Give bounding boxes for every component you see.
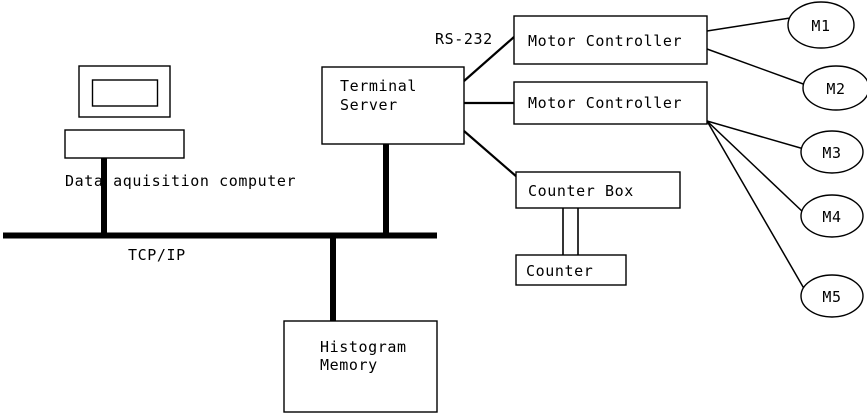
tcpip-bus-group: TCP/IP <box>3 144 437 322</box>
serial-links-group: RS-232 <box>435 30 518 178</box>
motor-controller-2-label: Motor Controller <box>528 94 682 112</box>
link-mc2-to-m4 <box>706 120 805 214</box>
motor-controller-1-group: Motor Controller <box>513 15 708 65</box>
computer-caption-label: Data aquisition computer <box>65 172 296 190</box>
monitor-screen <box>91 79 159 107</box>
counter-label: Counter <box>526 262 593 280</box>
link-mc1-to-m2 <box>706 48 807 86</box>
motor-controller-1-box <box>513 15 708 65</box>
terminal-server-group: Terminal Server <box>321 66 465 145</box>
motor-m4-label: M4 <box>822 208 841 226</box>
motors-group: M1 M2 M3 M4 M5 <box>787 1 867 318</box>
terminal-server-box <box>321 66 465 145</box>
link-terminal-server-to-counter-box <box>463 130 518 178</box>
motor-m2-label: M2 <box>826 80 845 98</box>
motor-m1-label: M1 <box>811 17 830 35</box>
motor-m3-label: M3 <box>822 144 841 162</box>
motor-m4-ellipse <box>800 194 864 238</box>
tcpip-label: TCP/IP <box>128 246 186 264</box>
counter-box <box>515 171 681 209</box>
keyboard <box>64 129 185 159</box>
link-mc1-to-m1 <box>706 17 791 32</box>
motor-m5-ellipse <box>800 274 864 318</box>
motor-m2-ellipse <box>802 65 867 111</box>
link-mc2-to-m3 <box>706 120 805 150</box>
motor-controller-1-label: Motor Controller <box>528 32 682 50</box>
motor-m3-ellipse <box>800 130 864 174</box>
histogram-memory-label-line2: Memory <box>320 356 378 374</box>
motor-m1-ellipse <box>787 1 855 49</box>
motor-m5-label: M5 <box>822 288 841 306</box>
terminal-server-label-line1: Terminal <box>340 77 417 95</box>
histogram-memory-label-line1: Histogram <box>320 338 407 356</box>
counter-box-label: Counter Box <box>528 182 634 200</box>
motor-controller-2-box <box>513 81 708 125</box>
link-terminal-server-to-motor-controller-1 <box>463 36 515 82</box>
histogram-memory-box <box>283 320 438 413</box>
counter-subsystem-group: Counter Box Counter <box>515 171 681 286</box>
data-acquisition-computer-group: Data aquisition computer <box>64 65 296 190</box>
rs232-label: RS-232 <box>435 30 493 48</box>
motor-controller-2-group: Motor Controller <box>513 81 708 125</box>
motor-links-group <box>706 17 807 293</box>
terminal-server-label-line2: Server <box>340 96 398 114</box>
link-mc2-to-m5 <box>706 120 807 293</box>
counter-unit-box <box>515 254 627 286</box>
histogram-memory-group: Histogram Memory <box>283 320 438 413</box>
